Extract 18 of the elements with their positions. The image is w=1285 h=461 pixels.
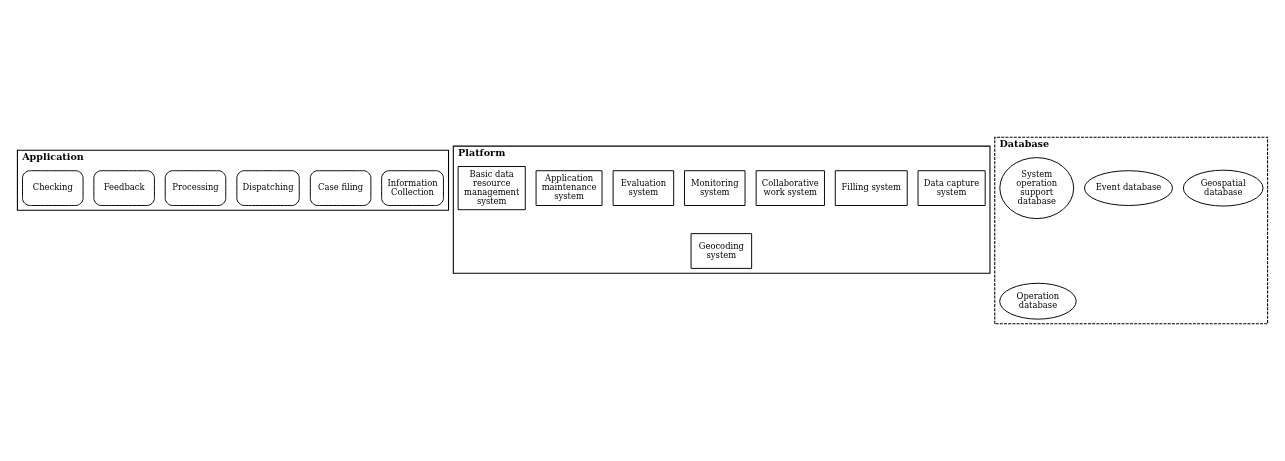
node-box: Collaborative work system [755, 170, 825, 206]
node-box: Dispatching [236, 170, 300, 206]
node-box: Information Collection [381, 170, 444, 206]
node-ellipse: Event database [1084, 170, 1173, 206]
node-box: Processing [164, 170, 227, 206]
node-box: Filling system [834, 170, 908, 206]
node-box: Case filing [309, 170, 372, 206]
node-box: Feedback [93, 170, 155, 206]
node-box: Application maintenance system [535, 170, 603, 206]
node-ellipse: Operation database [999, 282, 1077, 320]
node-box: Data capture system [917, 170, 986, 206]
node-ellipse: Geospatial database [1182, 169, 1264, 207]
node-box: Checking [22, 170, 84, 206]
node-box: Monitoring system [684, 170, 746, 206]
node-box: Evaluation system [612, 170, 675, 206]
node-box: Basic data resource management system [457, 166, 526, 211]
node-box: Geocoding system [690, 233, 753, 269]
node-ellipse: System operation support database [999, 157, 1075, 220]
